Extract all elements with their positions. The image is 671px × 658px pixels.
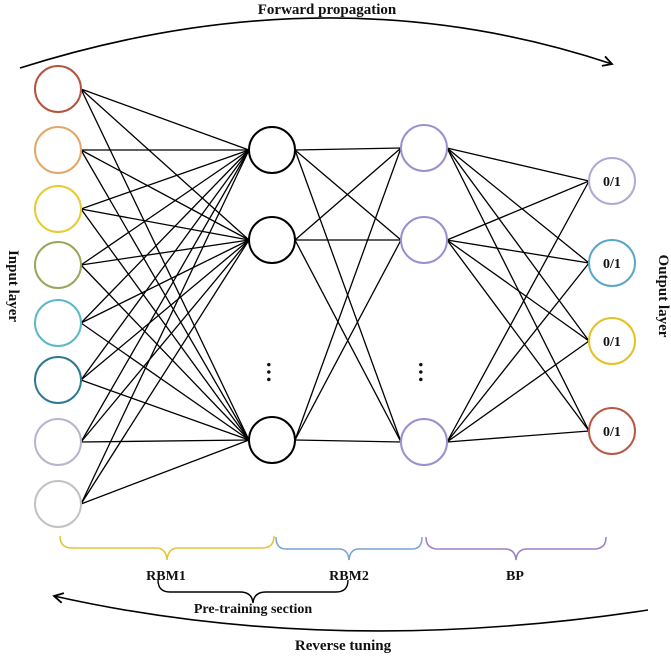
edge-input-to-hidden1 xyxy=(80,149,250,443)
hidden-layer-2-nodes xyxy=(400,124,448,466)
edge-input-to-hidden1 xyxy=(80,149,250,266)
edge-hidden2-to-output xyxy=(446,180,590,443)
hidden-layer-1-node xyxy=(248,126,296,174)
edge-input-to-hidden1 xyxy=(80,208,250,241)
rbm2-brace xyxy=(275,536,423,561)
edge-input-to-hidden1 xyxy=(80,439,250,505)
output-node-label: 0/1 xyxy=(603,335,621,350)
edge-hidden2-to-output xyxy=(446,147,590,342)
edge-hidden2-to-output xyxy=(446,180,590,241)
output-node-label: 0/1 xyxy=(603,257,621,272)
edge-hidden2-to-output xyxy=(446,147,590,432)
hidden-layer-2-node xyxy=(400,216,448,264)
input-node xyxy=(34,356,82,404)
edge-hidden1-to-hidden2 xyxy=(294,149,402,443)
pretraining-brace xyxy=(157,579,349,604)
edge-hidden2-to-output xyxy=(446,239,590,432)
bp-label: BP xyxy=(506,569,524,584)
edge-hidden1-to-hidden2 xyxy=(294,147,402,241)
input-node xyxy=(34,299,82,347)
output-node-label: 0/1 xyxy=(603,175,621,190)
input-node xyxy=(34,480,82,528)
edge-input-to-hidden1 xyxy=(80,208,250,441)
edge-input-to-hidden1 xyxy=(80,239,250,443)
hidden-layer-1-node xyxy=(248,416,296,464)
rbm1-brace xyxy=(59,535,275,561)
connections xyxy=(80,88,590,505)
reverse-tuning-label: Reverse tuning xyxy=(295,638,392,654)
edge-input-to-hidden1 xyxy=(80,88,250,241)
edge-input-to-hidden1 xyxy=(80,239,250,381)
input-node xyxy=(34,126,82,174)
edge-hidden1-to-hidden2 xyxy=(294,439,402,443)
input-layer-label: Input layer xyxy=(5,250,21,322)
hidden-layer-2-node xyxy=(400,418,448,466)
edge-hidden2-to-output xyxy=(446,239,590,342)
output-node xyxy=(588,317,636,365)
hidden-layer-1-ellipsis: … xyxy=(262,361,287,383)
edge-hidden1-to-hidden2 xyxy=(294,239,402,441)
edge-hidden1-to-hidden2 xyxy=(294,149,402,241)
edge-hidden1-to-hidden2 xyxy=(294,147,402,441)
edge-input-to-hidden1 xyxy=(80,239,250,324)
input-layer-nodes xyxy=(34,65,82,528)
hidden-layer-1-node xyxy=(248,216,296,264)
hidden-layer-2-node xyxy=(400,124,448,172)
forward-arrow xyxy=(19,17,614,69)
edge-input-to-hidden1 xyxy=(80,149,250,324)
edge-hidden2-to-output xyxy=(446,262,590,443)
pretraining-label: Pre-training section xyxy=(194,602,313,617)
edge-hidden2-to-output xyxy=(446,239,590,264)
input-node xyxy=(34,185,82,233)
reverse-arrow xyxy=(52,592,649,632)
hidden-layer-2-ellipsis: … xyxy=(414,361,439,383)
edge-input-to-hidden1 xyxy=(80,439,250,443)
edge-hidden2-to-output xyxy=(446,430,590,443)
output-layer-nodes: 0/1 0/1 0/1 0/1 xyxy=(588,157,636,455)
edge-hidden1-to-hidden2 xyxy=(294,147,402,151)
edge-hidden2-to-output xyxy=(446,147,590,182)
edge-input-to-hidden1 xyxy=(80,149,250,505)
edge-input-to-hidden1 xyxy=(80,149,250,241)
rbm1-label: RBM1 xyxy=(146,569,186,584)
edge-hidden2-to-output xyxy=(446,147,590,264)
output-node xyxy=(588,157,636,205)
edge-input-to-hidden1 xyxy=(80,379,250,441)
edge-input-to-hidden1 xyxy=(80,239,250,505)
output-node-label: 0/1 xyxy=(603,425,621,440)
input-node xyxy=(34,65,82,113)
edge-input-to-hidden1 xyxy=(80,264,250,441)
output-node xyxy=(588,239,636,287)
rbm2-label: RBM2 xyxy=(329,569,369,584)
forward-propagation-label: Forward propagation xyxy=(258,2,397,18)
hidden-layer-1-nodes xyxy=(248,126,296,464)
edge-input-to-hidden1 xyxy=(80,149,250,381)
output-node xyxy=(588,407,636,455)
bp-brace xyxy=(425,536,607,561)
edge-input-to-hidden1 xyxy=(80,88,250,151)
edge-input-to-hidden1 xyxy=(80,149,250,210)
edge-hidden2-to-output xyxy=(446,340,590,443)
edge-input-to-hidden1 xyxy=(80,239,250,266)
input-node xyxy=(34,418,82,466)
output-layer-label: Output layer xyxy=(655,255,671,338)
input-node xyxy=(34,241,82,289)
